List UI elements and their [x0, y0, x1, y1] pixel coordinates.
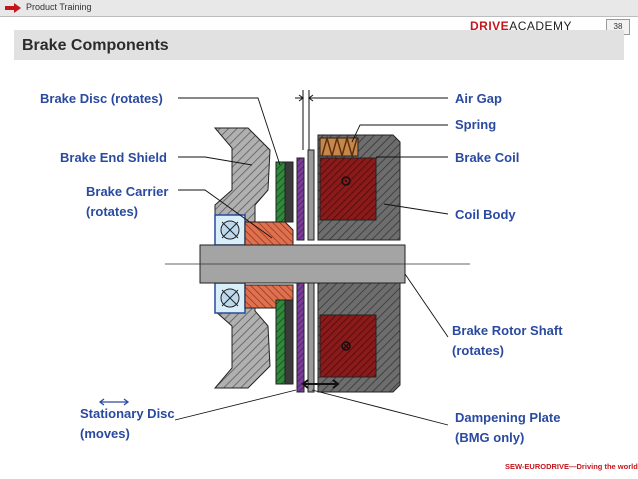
product-training-label: Product Training [26, 2, 92, 12]
brake-disc [275, 161, 294, 385]
spring [319, 135, 359, 159]
double-arrow-icon [98, 398, 130, 406]
slide-title: Brake Components [22, 37, 169, 54]
brake-coil [319, 157, 377, 378]
label-stationary-disc-line2: (moves) [80, 426, 130, 441]
drive-academy-logo: DRIVEACADEMY [470, 19, 573, 33]
top-bar: Product Training [0, 0, 638, 17]
label-dampening-plate-line2: (BMG only) [455, 430, 525, 445]
label-brake-coil: Brake Coil [455, 150, 520, 165]
label-brake-rotor-shaft-line2: (rotates) [452, 343, 505, 358]
label-dampening-plate-line1: Dampening Plate [455, 410, 561, 425]
movement-arrow-icon [301, 379, 340, 389]
stationary-disc [296, 149, 315, 393]
label-spring: Spring [455, 117, 497, 132]
footer-tagline: SEW-EURODRIVE—Driving the world [505, 462, 638, 471]
label-brake-rotor-shaft-line1: Brake Rotor Shaft [452, 323, 563, 338]
label-brake-carrier-line2: (rotates) [86, 204, 139, 219]
arrow-right-icon [5, 3, 21, 13]
label-coil-body: Coil Body [455, 207, 516, 222]
label-brake-carrier-line1: Brake Carrier [86, 184, 169, 199]
label-stationary-disc-line1: Stationary Disc [80, 406, 175, 421]
label-brake-end-shield: Brake End Shield [60, 150, 167, 165]
air-gap-marker [295, 90, 318, 150]
leader-lines [174, 97, 449, 426]
title-bar: Brake Components [14, 30, 624, 60]
label-air-gap: Air Gap [455, 91, 502, 106]
label-brake-disc: Brake Disc (rotates) [40, 91, 163, 106]
brake-rotor-shaft [165, 244, 470, 284]
